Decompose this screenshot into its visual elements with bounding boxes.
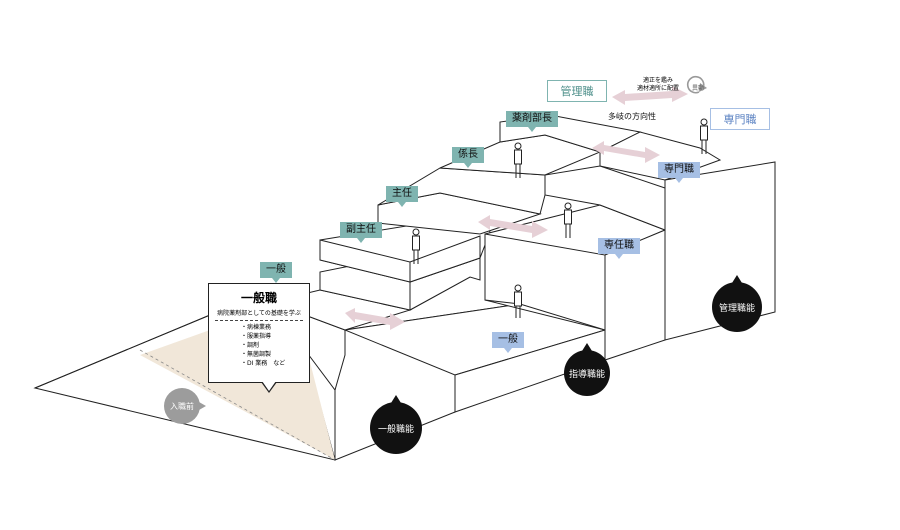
movement-arrows [345,86,688,330]
step-middle [319,192,667,331]
text-tekisei-1: 適正を鑑み [642,77,673,84]
circle-ippan-shokuno: 一般職能 [370,395,422,454]
list-item: ・DI 業務 など [241,360,286,367]
circle-kanri-shokuno: 管理職能 [712,275,762,332]
info-box-list: ・病棟業務 ・服薬指導 ・調剤 ・無菌調製 ・DI 業務 など [215,323,303,368]
text-tekisei-2: 適材適所に配置 [636,85,679,92]
callout-senmonshoku: 専門職 [710,108,770,130]
step-upper [377,114,776,361]
circle-shido-shokuno: 指導職能 [564,343,610,396]
label-ippan-lower: 一般 [492,332,524,353]
list-item: ・服薬指導 [241,333,272,340]
person-figure-4 [514,142,522,178]
arrow-2 [478,215,548,238]
arrow-top [612,86,688,105]
arrow-3 [592,141,660,163]
info-box-subtitle: 病院薬剤部としての基礎を学ぶ [215,308,303,321]
label-shunin: 主任 [386,186,418,207]
person-figure-5 [700,118,708,154]
info-box-title: 一般職 [240,291,277,305]
person-figures [412,118,708,318]
label-kakaricho: 係長 [452,147,484,168]
arrow-1 [345,308,405,330]
text-idou: 異動 [691,85,704,92]
rotation-icon [686,75,707,94]
callout-kanrishoku: 管理職 [547,80,607,102]
person-figure-1 [514,284,522,318]
circle-nyushokumae: 入職前 [164,388,206,424]
label-senmon: 専門職 [658,162,700,183]
info-box-ippanshoku: 一般職 病院薬剤部としての基礎を学ぶ ・病棟業務 ・服薬指導 ・調剤 ・無菌調製… [208,283,310,393]
label-ippan: 一般 [260,262,292,283]
label-sennin: 専任職 [598,238,640,259]
person-figure-3 [564,202,572,238]
label-fukushunin: 副主任 [340,222,382,243]
text-tayou: 多岐の方向性 [608,112,656,121]
person-figure-2 [412,228,420,264]
label-yakuzaibucho: 薬剤部長 [506,111,558,132]
list-item: ・病棟業務 [241,324,272,331]
list-item: ・無菌調製 [241,351,272,358]
list-item: ・調剤 [241,342,260,349]
